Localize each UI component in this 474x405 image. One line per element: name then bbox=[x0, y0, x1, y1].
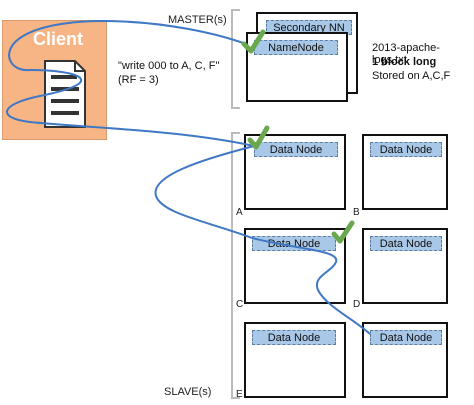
replication-factor: (RF = 3) bbox=[118, 74, 159, 86]
slaves-label: SLAVE(s) bbox=[164, 386, 212, 398]
node-letter-a: A bbox=[236, 207, 243, 218]
file-name: 2013-apache-logs.txt bbox=[372, 42, 440, 66]
node-letter-e: E bbox=[236, 389, 243, 400]
node-letter-d: D bbox=[353, 299, 361, 310]
write-command: "write 000 to A, C, F" bbox=[118, 60, 220, 72]
flow-to-namenode bbox=[8, 20, 247, 72]
file-blocks: 1 block long bbox=[372, 56, 437, 68]
node-letter-c: C bbox=[236, 299, 244, 310]
data-node-c-tag: Data Node bbox=[252, 236, 336, 251]
check-node-c bbox=[331, 220, 355, 244]
data-node-a-tag: Data Node bbox=[254, 142, 338, 157]
flow-c-to-f bbox=[251, 237, 371, 335]
flow-client-loop bbox=[6, 69, 255, 147]
masters-label: MASTER(s) bbox=[168, 14, 227, 26]
data-node-d-tag: Data Node bbox=[370, 236, 442, 251]
flow-a-to-c bbox=[154, 145, 255, 239]
check-namenode bbox=[241, 29, 266, 54]
data-node-f-tag: Data Node bbox=[370, 330, 442, 345]
data-node-b-tag: Data Node bbox=[370, 142, 442, 157]
data-node-e-tag: Data Node bbox=[252, 330, 336, 345]
namenode-tag: NameNode bbox=[254, 40, 338, 55]
client-label: Client bbox=[33, 29, 84, 49]
check-node-a bbox=[247, 125, 270, 150]
node-letter-b: B bbox=[353, 207, 360, 218]
file-stored: Stored on A,C,F bbox=[372, 70, 451, 82]
